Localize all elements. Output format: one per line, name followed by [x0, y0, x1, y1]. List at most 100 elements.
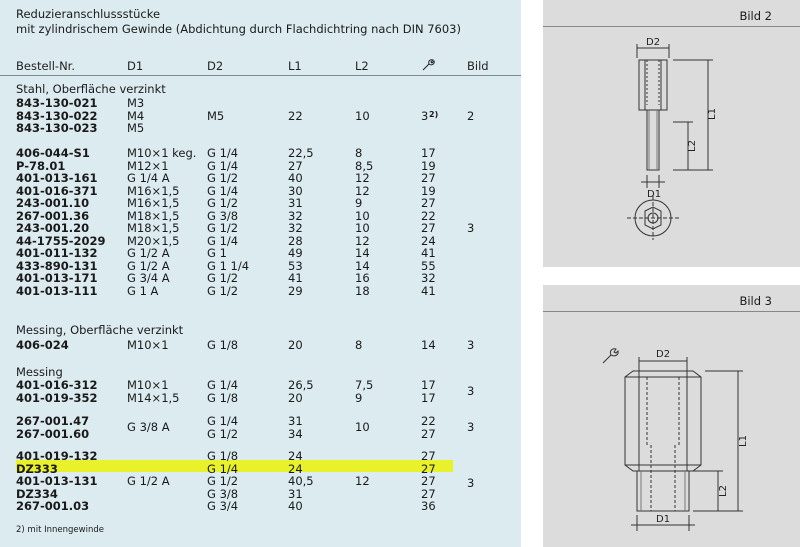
cell-nr: 401-011-132	[16, 246, 98, 260]
brass-a-bild: 3	[467, 384, 475, 398]
header-l1: L1	[288, 59, 302, 73]
header-d2: D2	[207, 59, 224, 73]
cell-d2: G 1/4	[207, 233, 239, 248]
figure-3-divider	[543, 311, 800, 312]
cell-nr: 267-001.47	[16, 414, 90, 428]
cell-l2: 10	[355, 221, 370, 235]
cell-l1: 40	[288, 171, 303, 185]
fig2-l1-label: L1	[707, 108, 718, 120]
cell-d1: M16×1,5	[127, 196, 180, 210]
figure-2-label: Bild 2	[739, 9, 772, 23]
cell-s: 17	[421, 378, 436, 392]
cell-l1: 31	[288, 486, 303, 501]
fig3-d2-label: D2	[656, 349, 670, 360]
cell-l1: 20	[288, 390, 303, 405]
cell-l1: 41	[288, 271, 303, 285]
cell-l1: 32	[288, 221, 303, 235]
cell-l1: 20	[288, 338, 303, 352]
cell-d2: G 1/4	[207, 414, 239, 428]
cell-d1: M12×1	[127, 158, 169, 173]
section-steel: Stahl, Oberfläche verzinkt	[16, 82, 166, 96]
cell-nr: 401-013-131	[16, 474, 98, 488]
cell-d1: M3	[127, 96, 145, 110]
cell-l2: 9	[355, 390, 363, 405]
cell-l1: 29	[288, 283, 303, 298]
cell-l1: 31	[288, 196, 303, 210]
figure-2-drawing: D2 D1 L1 L2	[627, 37, 718, 240]
cell-l1: 27	[288, 158, 303, 173]
footnote: 2) mit Innengewinde	[16, 525, 104, 535]
cell-s: 36	[421, 499, 436, 513]
cell-nr: 401-013-161	[16, 171, 98, 185]
cell-nr: 267-001.36	[16, 208, 90, 223]
cell-l2: 12	[355, 171, 370, 185]
cell-l1: 24	[288, 461, 303, 476]
cell-s: 22	[421, 414, 436, 428]
section-brass: Messing	[16, 365, 63, 379]
cell-l1: 22,5	[288, 146, 314, 160]
cell-d1: G 1/2 A	[127, 474, 170, 488]
cell-d1: M10×1 keg.	[127, 146, 197, 160]
cell-nr: 44-1755-2029	[16, 233, 106, 248]
cell-d1: G 1/2 A	[127, 258, 170, 273]
cell-l2: 16	[355, 271, 370, 285]
brass-c-bild: 3	[467, 476, 475, 490]
cell-l2: 8,5	[355, 158, 374, 173]
cell-d2: G 1/4	[207, 183, 239, 198]
cell-l1: 28	[288, 233, 303, 248]
cell-d2: G 1/2	[207, 271, 239, 285]
header-bestell-nr: Bestell-Nr.	[16, 59, 76, 73]
cell-s: 27	[421, 486, 436, 501]
cell-d1: M5	[127, 121, 145, 135]
cell-l2: 10	[355, 108, 370, 123]
cell-d2: M5	[207, 108, 225, 123]
cell-d1: G 3/4 A	[127, 271, 170, 285]
cell-d1: G 1/2 A	[127, 246, 170, 260]
cell-d2: G 3/4	[207, 499, 239, 513]
cell-d2: G 1 1/4	[207, 258, 250, 273]
cell-l1: 31	[288, 414, 303, 428]
cell-s: 55	[421, 258, 436, 273]
cell-d2: G 1/8	[207, 449, 239, 463]
cell-d2: G 1	[207, 246, 227, 260]
cell-nr: 843-130-023	[16, 121, 98, 135]
cell-s: 24	[421, 233, 436, 248]
cell-d1: M18×1,5	[127, 221, 180, 235]
fig3-d1-label: D1	[656, 514, 670, 525]
cell-s: 3	[421, 108, 429, 123]
cell-s: 27	[421, 221, 436, 235]
table-title: Reduzieranschlussstücke mit zylindrische…	[16, 7, 461, 36]
cell-l2: 7,5	[355, 378, 374, 392]
cell-l2: 12	[355, 233, 370, 248]
cell-d2: G 1/2	[207, 171, 239, 185]
cell-d2: G 1/2	[207, 426, 239, 441]
cell-nr: 401-019-352	[16, 390, 98, 405]
brass-b-bild: 3	[467, 420, 475, 434]
cell-l1: 22	[288, 108, 303, 123]
cell-nr: 843-130-022	[16, 108, 98, 123]
figure-3-label: Bild 3	[739, 294, 772, 308]
cell-s: 27	[421, 449, 436, 463]
cell-l2: 8	[355, 146, 363, 160]
cell-d1: M10×1	[127, 378, 169, 392]
section-brass-zinc: Messing, Oberfläche verzinkt	[16, 323, 184, 337]
cell-l1: 40,5	[288, 474, 314, 488]
cell-d1: M16×1,5	[127, 183, 180, 198]
brass-b-d1: G 3/8 A	[127, 420, 170, 434]
cell-l2: 14	[355, 258, 370, 273]
cell-l1: 53	[288, 258, 303, 273]
cell-d2: G 3/8	[207, 208, 239, 223]
cell-nr: 401-013-171	[16, 271, 98, 285]
cell-d2: G 1/2	[207, 474, 239, 488]
header-l2: L2	[355, 59, 369, 73]
cell-s: 27	[421, 171, 436, 185]
fig2-l2-label: L2	[687, 140, 698, 152]
cell-s: 19	[421, 158, 436, 173]
cell-d2: G 1/4	[207, 158, 239, 173]
fig3-l1-label: L1	[738, 435, 749, 447]
cell-nr: 401-016-371	[16, 183, 98, 198]
cell-bild: 2	[467, 108, 475, 123]
cell-nr: P-78.01	[16, 158, 66, 173]
cell-l2: 12	[355, 183, 370, 198]
cell-s: 17	[421, 390, 436, 405]
